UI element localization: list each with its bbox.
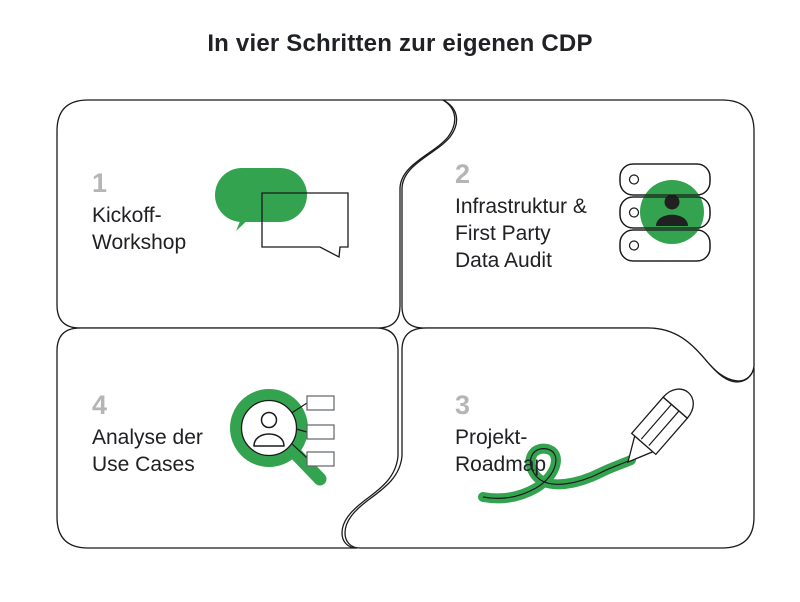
step-4-label-line-2: Use Cases bbox=[92, 453, 195, 476]
step-2-text: 2 Infrastruktur & First Party Data Audit bbox=[455, 158, 587, 274]
user-outline-shoulders bbox=[253, 433, 285, 447]
connector-lines bbox=[289, 402, 308, 459]
user-outline-head bbox=[260, 411, 278, 429]
green-bubble bbox=[215, 168, 307, 222]
page-title: In vier Schritten zur eigenen CDP bbox=[207, 30, 593, 57]
magnifier-user-list-icon bbox=[230, 389, 335, 486]
step-1-label-line-1: Kickoff- bbox=[92, 204, 162, 227]
server-led-3 bbox=[628, 240, 640, 251]
server-stack-user-icon bbox=[619, 163, 711, 262]
server-led-1 bbox=[628, 174, 640, 185]
user-head bbox=[664, 194, 680, 210]
pencil-squiggle-icon bbox=[478, 388, 694, 504]
step-3-number: 3 bbox=[455, 390, 471, 420]
step-1-number: 1 bbox=[92, 168, 108, 198]
server-row-2-border bbox=[619, 196, 711, 229]
step-2-number: 2 bbox=[455, 159, 471, 189]
step-4-label-line-1: Analyse der bbox=[92, 426, 203, 449]
step-4-text: 4 Analyse der Use Cases bbox=[92, 389, 203, 478]
speech-bubbles-icon bbox=[215, 168, 349, 259]
step-3-label-line-1: Projekt- bbox=[455, 426, 528, 449]
list-box-1 bbox=[306, 395, 335, 411]
list-box-3 bbox=[306, 451, 335, 467]
magnifier-ring bbox=[230, 389, 308, 467]
step-3-text: 3 Projekt- Roadmap bbox=[455, 389, 546, 478]
step-1-label-line-2: Workshop bbox=[92, 231, 187, 254]
server-row-3-border bbox=[619, 229, 711, 262]
pencil bbox=[627, 388, 694, 464]
step-3-label-line-2: Roadmap bbox=[455, 453, 547, 476]
server-row-1-border bbox=[619, 163, 711, 196]
list-box-2 bbox=[306, 424, 335, 440]
user-shoulders bbox=[656, 214, 688, 226]
quadrant-3-outline bbox=[344, 327, 755, 549]
user-circle-bg bbox=[640, 180, 704, 244]
quadrant-4-outline bbox=[56, 327, 399, 549]
step-1-text: 1 Kickoff- Workshop bbox=[92, 167, 186, 256]
step-2-label-line-2: First Party bbox=[455, 222, 551, 245]
outlined-bubble bbox=[261, 192, 349, 259]
green-bubble-tail bbox=[236, 214, 252, 231]
step-2-label-line-1: Infrastruktur & bbox=[455, 195, 587, 218]
squiggle-line bbox=[482, 448, 634, 500]
step-2-label-line-3: Data Audit bbox=[455, 249, 552, 272]
pencil-facets bbox=[640, 403, 680, 447]
server-led-2 bbox=[628, 207, 640, 218]
pencil-cap bbox=[662, 388, 694, 420]
step-4-number: 4 bbox=[92, 390, 108, 420]
